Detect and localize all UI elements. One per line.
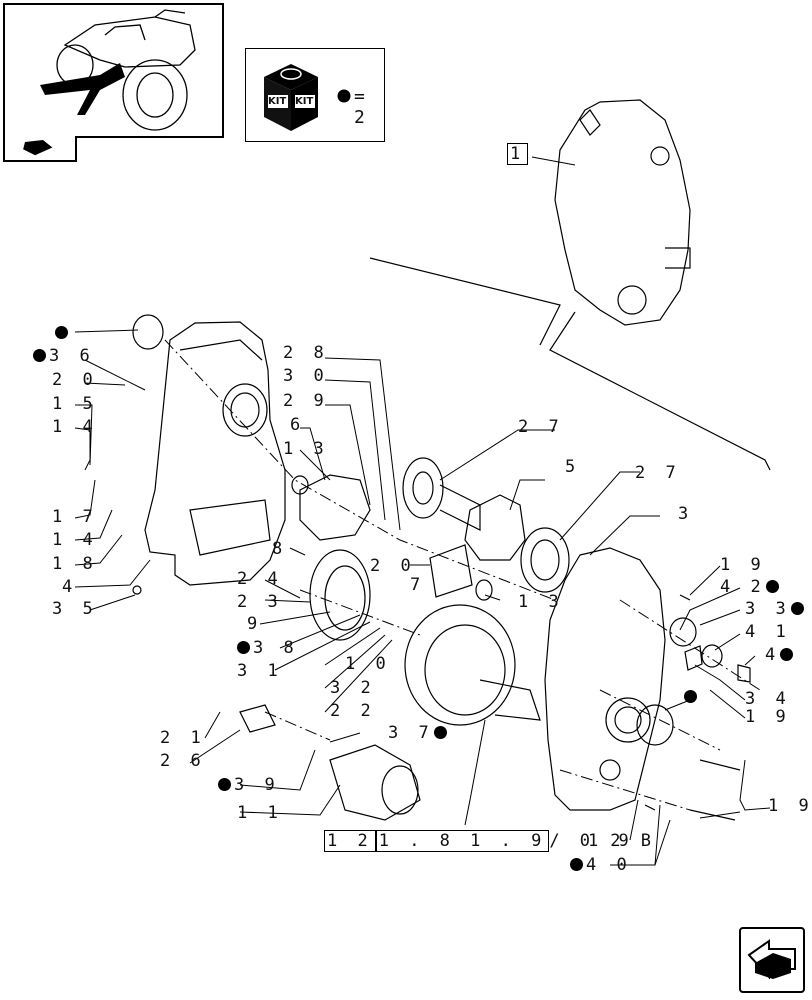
kit-dot-icon [765,580,779,593]
callout-37[interactable]: 3 7 [388,724,450,742]
kit-legend: KIT KIT = 2 [245,48,385,142]
callout-7[interactable]: 7 [410,575,426,595]
tractor-icon [40,9,196,131]
callout-14a[interactable]: 1 4 [52,417,98,437]
callout-10[interactable]: 1 0 [345,654,391,674]
gear-5 [464,494,526,561]
kit-dot-icon [55,326,68,339]
kit-label-left: KIT [268,96,287,107]
gear-6 [299,474,371,541]
callout-3[interactable]: 3 [678,504,694,524]
kit-dot-icon [684,690,697,703]
callout-4[interactable]: 4 [62,577,78,597]
callout-19a[interactable]: 1 9 [720,555,766,575]
next-page-button[interactable] [739,927,805,993]
kit-box-icon [264,64,351,131]
next-page-arrow-icon [747,939,796,980]
tractor-thumbnail [3,3,224,138]
callout-22[interactable]: 2 2 [330,701,376,721]
callout-20[interactable]: 2 0 [52,370,98,390]
callout-26[interactable]: 2 6 [160,751,206,771]
callout-19b[interactable]: 1 9 [745,707,791,727]
callout-1[interactable]: 1 [507,143,529,165]
callout-40[interactable]: 4 0 [570,856,632,874]
kit-dot-icon [780,648,794,661]
callout-13a[interactable]: 1 3 [283,439,329,459]
callout-14b[interactable]: 1 4 [52,530,98,550]
callout-15[interactable]: 1 5 [52,394,98,414]
callout-8[interactable]: 8 [272,539,288,559]
callout-42[interactable]: 4 2 [720,578,782,596]
clutch-gear [404,604,516,726]
callout-19c[interactable]: 1 9 [768,796,812,816]
callout-41[interactable]: 4 1 [745,622,791,642]
bearing-27-right [520,527,570,593]
kit-dot-icon [237,641,250,654]
callout-31[interactable]: 3 1 [237,661,283,681]
callout-30[interactable]: 3 0 [283,366,329,386]
callout-21[interactable]: 2 1 [160,728,206,748]
callout-20b[interactable]: 2 0 [370,556,416,576]
callout-5[interactable]: 5 [565,457,581,477]
kit-equals-text: = 2 [354,86,365,128]
kit-dot-icon [218,778,231,791]
callout-27b[interactable]: 2 7 [635,463,681,483]
callout-17[interactable]: 1 7 [52,507,98,527]
callout-36[interactable]: 3 6 [33,347,95,365]
callout-6[interactable]: 6 [290,415,306,435]
kit-dot-icon [33,349,46,362]
callout-32[interactable]: 3 2 [330,678,376,698]
callout-23[interactable]: 2 3 [237,592,283,612]
callout-13b[interactable]: 1 3 [518,592,564,612]
callout-18[interactable]: 1 8 [52,554,98,574]
callout-27a[interactable]: 2 7 [518,417,564,437]
callout-29[interactable]: 2 9 [283,391,329,411]
callout-19d[interactable]: 1 9 [588,831,634,851]
book-icon [22,140,54,157]
callout-11[interactable]: 1 1 [237,803,283,823]
callout-28[interactable]: 2 8 [283,343,329,363]
callout-33[interactable]: 3 3 [745,600,807,618]
callout-24[interactable]: 2 4 [237,569,283,589]
sleeve-8 [309,549,371,641]
cylinder-11 [329,744,421,821]
left-housing [144,321,286,586]
thumbnail-tab [3,136,77,162]
kit-dot-icon [570,858,583,871]
callout-9[interactable]: 9 [247,614,263,634]
assembled-gearbox [554,99,691,326]
callout-kit-dot-top[interactable] [55,324,71,342]
callout-34[interactable]: 3 4 [745,689,791,709]
callout-38[interactable]: 3 8 [237,639,299,657]
right-housing [544,547,666,811]
kit-label-right: KIT [295,96,314,107]
bearing-27-left [402,457,444,519]
kit-dot-icon [433,726,447,739]
callout-kit-dot-right[interactable] [684,688,700,706]
callout-43[interactable]: 4 [765,646,796,664]
callout-39[interactable]: 3 9 [218,776,280,794]
kit-dot-icon [790,602,804,615]
callout-35[interactable]: 3 5 [52,599,98,619]
